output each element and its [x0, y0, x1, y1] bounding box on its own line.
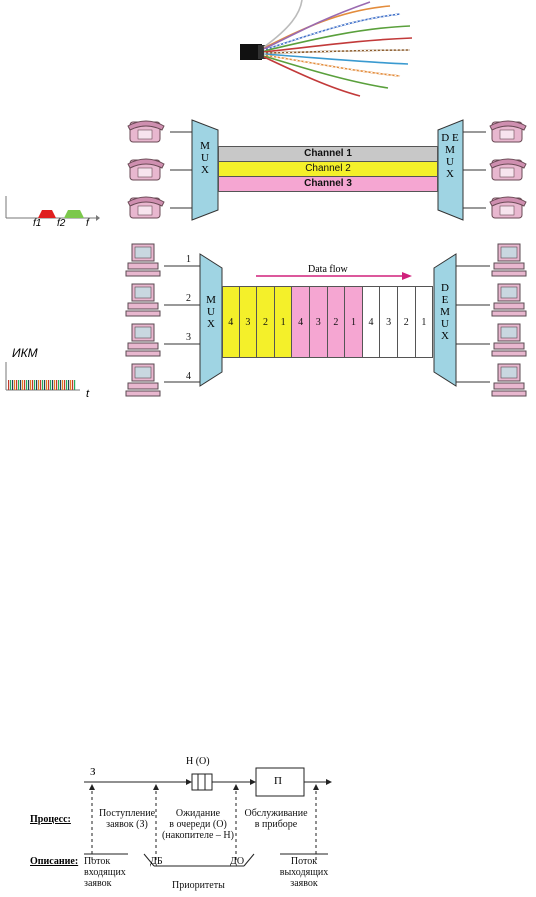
process-service: Обслуживание в приборе	[244, 808, 308, 830]
process-title: Процесс:	[30, 814, 71, 825]
description-outgoing-flow: Поток выходящих заявок	[279, 856, 329, 889]
pcm-pulse	[40, 380, 42, 390]
tdm-mux-label: M U X	[206, 294, 216, 330]
fdm-demux-block	[437, 119, 464, 221]
pcm-pulse	[48, 380, 50, 390]
z-label: З	[90, 766, 96, 778]
pcm-pulse	[10, 380, 12, 390]
description-priorities: Приоритеты	[172, 880, 225, 891]
f-axis-label: f	[86, 218, 89, 229]
tdm-slot: 4	[362, 286, 381, 358]
pcm-pulse	[56, 380, 58, 390]
process-arrival: Поступление заявок (З)	[98, 808, 156, 830]
pcm-pulse	[18, 380, 20, 390]
frequency-spectrum-plot: f1 f2 f	[0, 192, 100, 232]
fdm-channel-3: Channel 3	[218, 177, 438, 192]
tdm-slot: 4	[222, 286, 240, 358]
description-do: ДО	[230, 856, 245, 867]
pcm-pulse	[8, 380, 10, 390]
tdm-slot: 1	[274, 286, 293, 358]
tdm-slot: 1	[345, 286, 363, 358]
pcm-pulse	[28, 380, 30, 390]
tdm-input-3: 3	[186, 332, 191, 343]
description-incoming-flow: Поток входящих заявок	[84, 856, 126, 889]
pcm-pulse	[54, 380, 56, 390]
tdm-slot: 3	[309, 286, 328, 358]
pcm-pulse	[50, 380, 52, 390]
tdm-slot: 2	[327, 286, 346, 358]
pcm-pulse	[26, 380, 28, 390]
pcm-pulse	[46, 380, 48, 390]
f1-label: f1	[33, 218, 42, 229]
pcm-pulse	[20, 380, 22, 390]
pcm-pulse	[32, 380, 34, 390]
pcm-label: ИКМ	[12, 346, 38, 360]
fdm-channel-2: Channel 2	[218, 162, 438, 177]
tdm-mux-block	[199, 253, 223, 387]
pcm-pulse	[36, 380, 38, 390]
queue-buffer	[191, 773, 213, 791]
t-axis-label: t	[86, 388, 90, 400]
tdm-slot: 2	[397, 286, 416, 358]
cable-bundle-image	[240, 0, 413, 97]
pcm-pulse	[74, 380, 76, 390]
pcm-signal-plot: ИКМ t	[0, 346, 100, 402]
f2-label: f2	[57, 218, 66, 229]
pcm-pulse	[30, 380, 32, 390]
pcm-pulse	[14, 380, 16, 390]
tdm-slot: 1	[415, 286, 434, 358]
device-label: П	[274, 775, 282, 787]
pcm-pulse	[68, 380, 70, 390]
f2-band	[64, 210, 84, 218]
queue-label: Н (О)	[186, 756, 210, 767]
service-device-box	[255, 767, 305, 797]
pcm-pulse	[64, 380, 66, 390]
pcm-pulse	[34, 380, 36, 390]
tdm-slot: 4	[292, 286, 310, 358]
pcm-pulse	[24, 380, 26, 390]
pcm-pulse	[70, 380, 72, 390]
fdm-mux-block	[191, 119, 219, 221]
pcm-pulse	[38, 380, 40, 390]
process-waiting: Ожидание в очереди (О) (накопителе – Н)	[162, 808, 234, 841]
fdm-channel-1: Channel 1	[218, 146, 438, 162]
pcm-pulse	[60, 380, 62, 390]
tdm-input-2: 2	[186, 293, 191, 304]
pcm-pulse	[22, 380, 24, 390]
tdm-slot: 2	[257, 286, 275, 358]
pcm-pulse	[72, 380, 74, 390]
pcm-pulse	[12, 380, 14, 390]
tdm-slot: 3	[380, 286, 398, 358]
tdm-input-1: 1	[186, 254, 191, 265]
tdm-slot: 3	[239, 286, 258, 358]
pcm-pulse	[42, 380, 44, 390]
description-db: ДБ	[150, 856, 163, 867]
tdm-input-4: 4	[186, 371, 191, 382]
tdm-demux-label: D E M U X	[440, 282, 450, 342]
pcm-pulse	[66, 380, 68, 390]
queue-system-diagram: З Н (О) П Процесс: Поступление заявок (З…	[0, 750, 536, 897]
fdm-demux-label: D E M U X	[441, 132, 459, 180]
pcm-pulse	[44, 380, 46, 390]
pcm-pulse	[58, 380, 60, 390]
description-title: Описание:	[30, 856, 79, 867]
f1-band	[38, 210, 56, 218]
fdm-mux-label: M U X	[200, 140, 210, 176]
pcm-pulse-train	[8, 380, 76, 390]
pcm-pulse	[52, 380, 54, 390]
data-flow-label: Data flow	[308, 264, 348, 275]
pcm-pulse	[62, 380, 64, 390]
tdm-demux-block	[433, 253, 457, 387]
pcm-pulse	[16, 380, 18, 390]
